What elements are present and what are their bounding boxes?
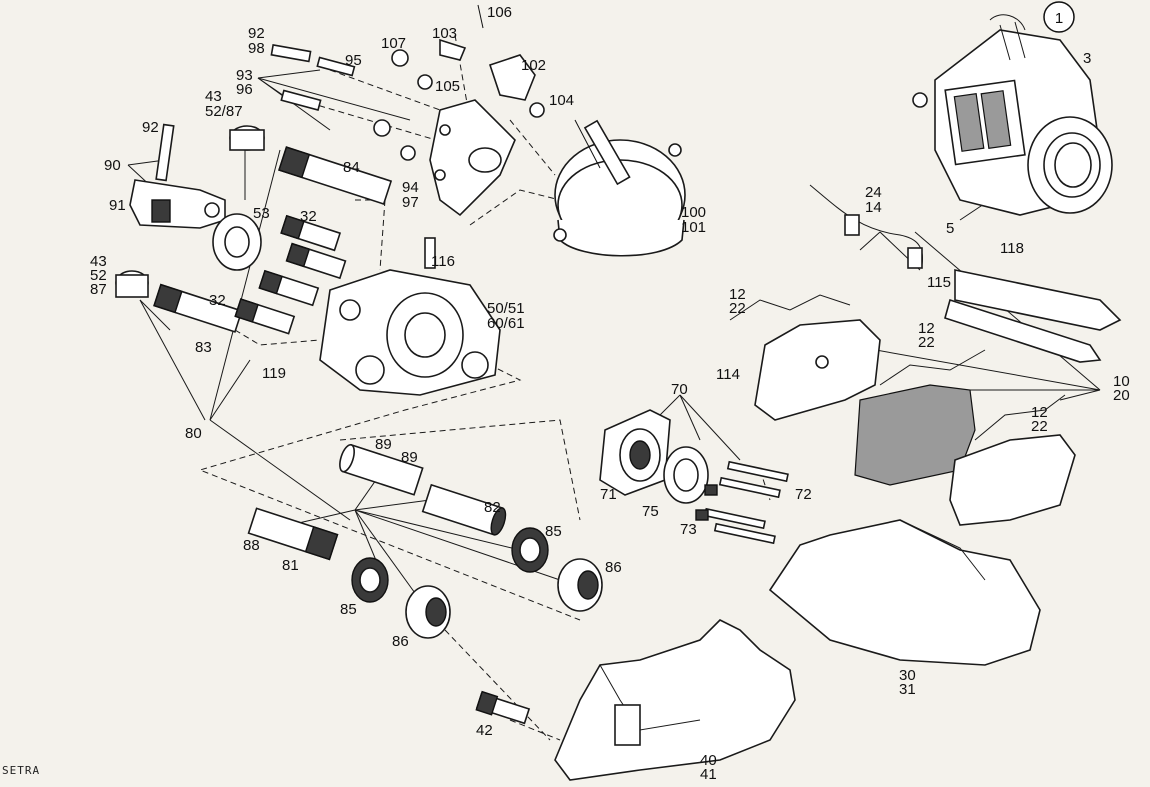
callout-3: 3 [1083,50,1091,67]
carrier-bolt [475,690,531,725]
callout-20: 20 [1113,387,1130,404]
callout-22: 22 [729,300,746,317]
brake-pads [754,319,1076,526]
callout-86b: 86 [392,633,409,650]
callout-labels: 106 92 98 107 103 95 102 93 96 105 104 3… [90,4,1130,783]
callout-88: 88 [243,537,260,554]
callout-32b: 32 [209,292,226,309]
callout-95: 95 [345,52,362,69]
callout-92: 92 [248,25,265,42]
wear-sensor-and-springs [729,184,1122,441]
callout-14: 14 [865,199,882,216]
callout-43: 43 [205,88,222,105]
brand-mark: SETRA [2,764,40,777]
callout-90: 90 [104,157,121,174]
callout-22b: 22 [918,334,935,351]
callout-85b: 85 [340,601,357,618]
callout-5: 5 [946,220,954,237]
left-bushings [115,125,265,298]
caliper-carrier [554,619,796,781]
callout-72: 72 [795,486,812,503]
callout-73: 73 [680,521,697,538]
brake-chamber [553,119,686,257]
callout-89b: 89 [401,449,418,466]
callout-97: 97 [402,194,419,211]
callout-96: 96 [236,81,253,98]
callout-24: 24 [865,184,882,201]
caliper-housing [319,269,501,396]
callout-102: 102 [521,57,546,74]
callout-71: 71 [600,486,617,503]
callout-85: 85 [545,523,562,540]
callout-42: 42 [476,722,493,739]
callout-91: 91 [109,197,126,214]
callout-81: 81 [282,557,299,574]
callout-98: 98 [248,40,265,57]
callout-106: 106 [487,4,512,21]
callout-41: 41 [700,766,717,783]
callout-82: 82 [484,499,501,516]
callout-118: 118 [1000,240,1024,257]
callout-70: 70 [671,381,688,398]
callout-53: 53 [253,205,270,222]
top-hardware [270,4,545,161]
callout-32: 32 [300,208,317,225]
callout-92b: 92 [142,119,159,136]
callout-100: 100 [681,204,706,221]
callout-101: 101 [681,219,706,236]
slide-pins-and-bushings [247,443,603,639]
callout-119: 119 [262,365,286,382]
callout-12: 12 [729,286,746,303]
callout-105: 105 [435,78,460,95]
callout-114: 114 [716,366,740,383]
callout-50-51: 50/51 [487,300,525,317]
callout-52-87: 52/87 [205,103,243,120]
caliper-bolts [153,146,436,335]
callout-60-61: 60/61 [487,315,525,332]
pad-retainer-cover [768,519,1041,666]
figure-number-marker: 1 [1043,1,1075,33]
callout-52: 52 [90,267,107,284]
callout-86: 86 [605,559,622,576]
seal-flange [599,409,709,504]
callout-107: 107 [381,35,406,52]
callout-43b: 43 [90,253,107,270]
callout-22c: 22 [1031,418,1048,435]
callout-10: 10 [1113,373,1130,390]
callout-31: 31 [899,681,916,698]
callout-104: 104 [549,92,574,109]
mounting-bracket [429,99,516,217]
small-screws [695,460,789,545]
callout-84: 84 [343,159,360,176]
callout-30: 30 [899,667,916,684]
callout-87: 87 [90,281,107,298]
callout-40: 40 [700,752,717,769]
assembled-brake-caliper [912,14,1113,216]
callout-94: 94 [402,179,419,196]
callout-75: 75 [642,503,659,520]
callout-12b: 12 [918,320,935,337]
callout-103: 103 [432,25,457,42]
callout-89: 89 [375,436,392,453]
figure-number: 1 [1055,10,1063,27]
callout-116: 116 [431,253,455,270]
callout-80: 80 [185,425,202,442]
callout-83: 83 [195,339,212,356]
adjuster-lever [129,123,226,229]
callout-93: 93 [236,67,253,84]
callout-12c: 12 [1031,404,1048,421]
callout-115: 115 [927,274,951,291]
